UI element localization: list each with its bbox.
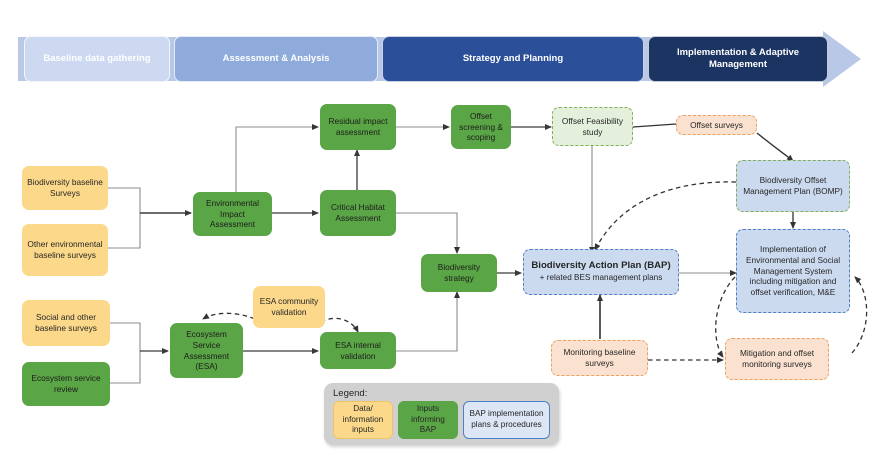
bap-title: Biodiversity Action Plan (BAP) (531, 259, 671, 271)
phase-baseline-data-gathering[interactable]: Baseline data gathering (24, 36, 170, 82)
node-bomp[interactable]: Biodiversity Offset Management Plan (BOM… (736, 160, 850, 212)
node-label: ESA internal validation (335, 339, 381, 361)
node-label: ESA community validation (259, 296, 319, 317)
phase-implementation-adaptive-management[interactable]: Implementation & Adaptive Management (648, 36, 828, 82)
phase-label: Assessment & Analysis (222, 53, 330, 65)
phase-assessment-analysis[interactable]: Assessment & Analysis (174, 36, 378, 82)
node-biodiversity-baseline-surveys[interactable]: Biodiversity baseline Surveys (22, 166, 108, 210)
legend-item-data-inputs: Data/ information inputs (333, 401, 393, 439)
legend-item-label: Inputs informing BAP (411, 404, 445, 435)
node-offset-surveys[interactable]: Offset surveys (676, 115, 757, 135)
node-esa-community-validation[interactable]: ESA community validation (253, 286, 325, 328)
phase-label: Strategy and Planning (462, 53, 564, 65)
node-offset-feasibility-study[interactable]: Offset Feasibility study (552, 107, 633, 146)
phase-label: Implementation & Adaptive Management (676, 47, 800, 70)
legend: Legend: Data/ information inputs Inputs … (324, 383, 559, 445)
node-label: Offset screening & scoping (459, 110, 503, 143)
node-label: Residual impact assessment (328, 116, 388, 137)
legend-item-bap-implementation-plans: BAP implementation plans & procedures (463, 401, 550, 439)
node-critical-habitat-assessment[interactable]: Critical Habitat Assessment (320, 190, 396, 236)
phase-strategy-planning[interactable]: Strategy and Planning (382, 36, 644, 82)
node-implementation-esms[interactable]: Implementation of Environmental and Soci… (736, 229, 850, 313)
node-label: Mitigation and offset monitoring surveys (739, 348, 815, 369)
node-other-environmental-baseline-surveys[interactable]: Other environmental baseline surveys (22, 224, 108, 276)
node-residual-impact-assessment[interactable]: Residual impact assessment (320, 104, 396, 150)
legend-title: Legend: (333, 388, 368, 399)
legend-item-label: BAP implementation plans & procedures (469, 409, 544, 429)
node-label: Ecosystem service review (31, 373, 101, 394)
node-label: Social and other baseline surveys (35, 312, 97, 333)
node-label: Biodiversity strategy (437, 262, 481, 283)
node-label: Biodiversity Offset Management Plan (BOM… (743, 175, 843, 196)
node-label: Biodiversity baseline Surveys (27, 177, 103, 198)
bap-subtitle: + related BES management plans (539, 273, 663, 283)
legend-item-label: Data/ information inputs (342, 404, 384, 435)
node-label: Environmental Impact Assessment (205, 197, 260, 230)
node-label: Ecosystem Service Assessment (ESA) (183, 328, 230, 372)
node-label: Critical Habitat Assessment (331, 202, 385, 223)
node-environmental-impact-assessment[interactable]: Environmental Impact Assessment (193, 192, 272, 236)
node-esa-internal-validation[interactable]: ESA internal validation (320, 332, 396, 369)
node-label: Other environmental baseline surveys (27, 239, 103, 260)
node-label: Offset Feasibility study (561, 115, 624, 137)
phase-label: Baseline data gathering (43, 53, 151, 65)
node-label: Offset surveys (690, 119, 743, 130)
node-biodiversity-strategy[interactable]: Biodiversity strategy (421, 254, 497, 292)
node-ecosystem-service-assessment[interactable]: Ecosystem Service Assessment (ESA) (170, 323, 243, 378)
node-biodiversity-action-plan[interactable]: Biodiversity Action Plan (BAP) + related… (523, 249, 679, 295)
node-mitigation-offset-monitoring-surveys[interactable]: Mitigation and offset monitoring surveys (725, 338, 829, 380)
node-label: Implementation of Environmental and Soci… (745, 243, 841, 298)
node-social-other-baseline-surveys[interactable]: Social and other baseline surveys (22, 300, 110, 346)
node-monitoring-baseline-surveys[interactable]: Monitoring baseline surveys (551, 340, 648, 376)
node-label: Monitoring baseline surveys (563, 347, 636, 368)
node-offset-screening-scoping[interactable]: Offset screening & scoping (451, 105, 511, 149)
legend-item-inputs-informing-bap: Inputs informing BAP (398, 401, 458, 439)
node-ecosystem-service-review[interactable]: Ecosystem service review (22, 362, 110, 406)
phase-banner: Baseline data gathering Assessment & Ana… (18, 31, 861, 87)
